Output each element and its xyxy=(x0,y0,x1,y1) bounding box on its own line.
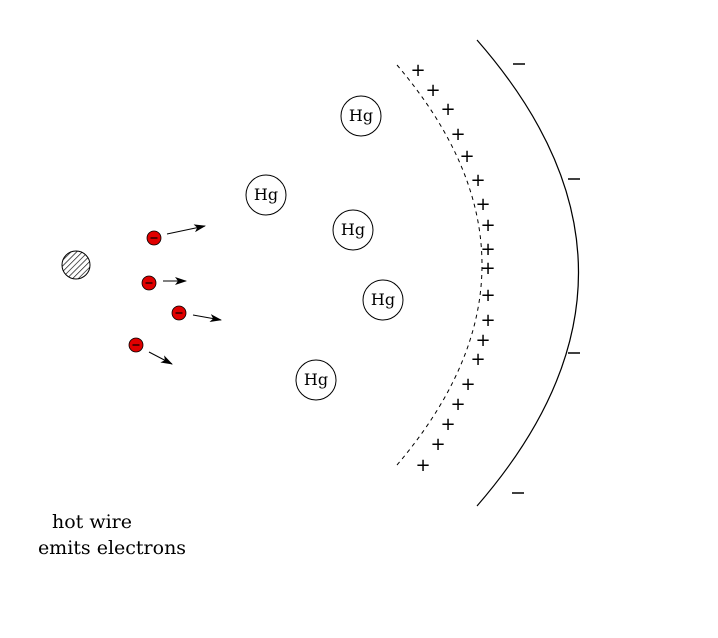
hg-atom-circle xyxy=(295,359,337,401)
plus-sign: + xyxy=(410,60,425,81)
hg-atom: Hg xyxy=(362,279,404,321)
hg-atom: Hg xyxy=(245,174,287,216)
hg-atom-label: Hg xyxy=(341,220,365,239)
caption-line-2: emits electrons xyxy=(37,537,187,559)
hg-atom-circle xyxy=(245,174,287,216)
plus-sign: + xyxy=(480,310,495,331)
hg-atom-label: Hg xyxy=(254,185,278,204)
hg-atom-label: Hg xyxy=(304,370,328,389)
plus-sign: + xyxy=(425,80,440,101)
electrons xyxy=(128,224,222,365)
plus-sign: + xyxy=(480,258,495,279)
hg-atom-label: Hg xyxy=(349,106,373,125)
plus-sign: + xyxy=(475,330,490,351)
electron-velocity-arrow xyxy=(166,224,206,235)
plus-sign: + xyxy=(475,194,490,215)
hg-atom-circle xyxy=(340,95,382,137)
plus-sign: + xyxy=(480,285,495,306)
plus-sign: + xyxy=(430,434,445,455)
hg-atom-label: Hg xyxy=(371,290,395,309)
plus-sign: + xyxy=(415,455,430,476)
collector-plate-arc xyxy=(476,39,580,507)
electron-velocity-arrow xyxy=(192,314,222,323)
electron xyxy=(171,305,222,323)
plus-sign: + xyxy=(440,414,455,435)
caption-line-1: hot wire xyxy=(51,511,133,533)
hg-atom: Hg xyxy=(332,209,374,251)
hg-atom: Hg xyxy=(340,95,382,137)
electron xyxy=(146,224,206,246)
hot-wire-filament xyxy=(61,250,91,280)
plus-sign: + xyxy=(440,99,455,120)
grid-positive-charges: +++++++++++++++++++ xyxy=(410,60,495,476)
plus-sign: + xyxy=(480,215,495,236)
plus-sign: + xyxy=(459,146,474,167)
plus-sign: + xyxy=(470,170,485,191)
electron xyxy=(128,337,173,365)
hg-atom-circle xyxy=(332,209,374,251)
plate-negative-charges xyxy=(512,63,580,494)
electron-velocity-arrow xyxy=(148,351,173,365)
electron xyxy=(141,275,187,291)
grid-dashed-arc xyxy=(396,64,483,466)
plus-sign: + xyxy=(450,124,465,145)
hg-atom-circle xyxy=(362,279,404,321)
hg-atom: Hg xyxy=(295,359,337,401)
plus-sign: + xyxy=(480,239,495,260)
plus-sign: + xyxy=(460,374,475,395)
plus-sign: + xyxy=(470,349,485,370)
plus-sign: + xyxy=(450,394,465,415)
